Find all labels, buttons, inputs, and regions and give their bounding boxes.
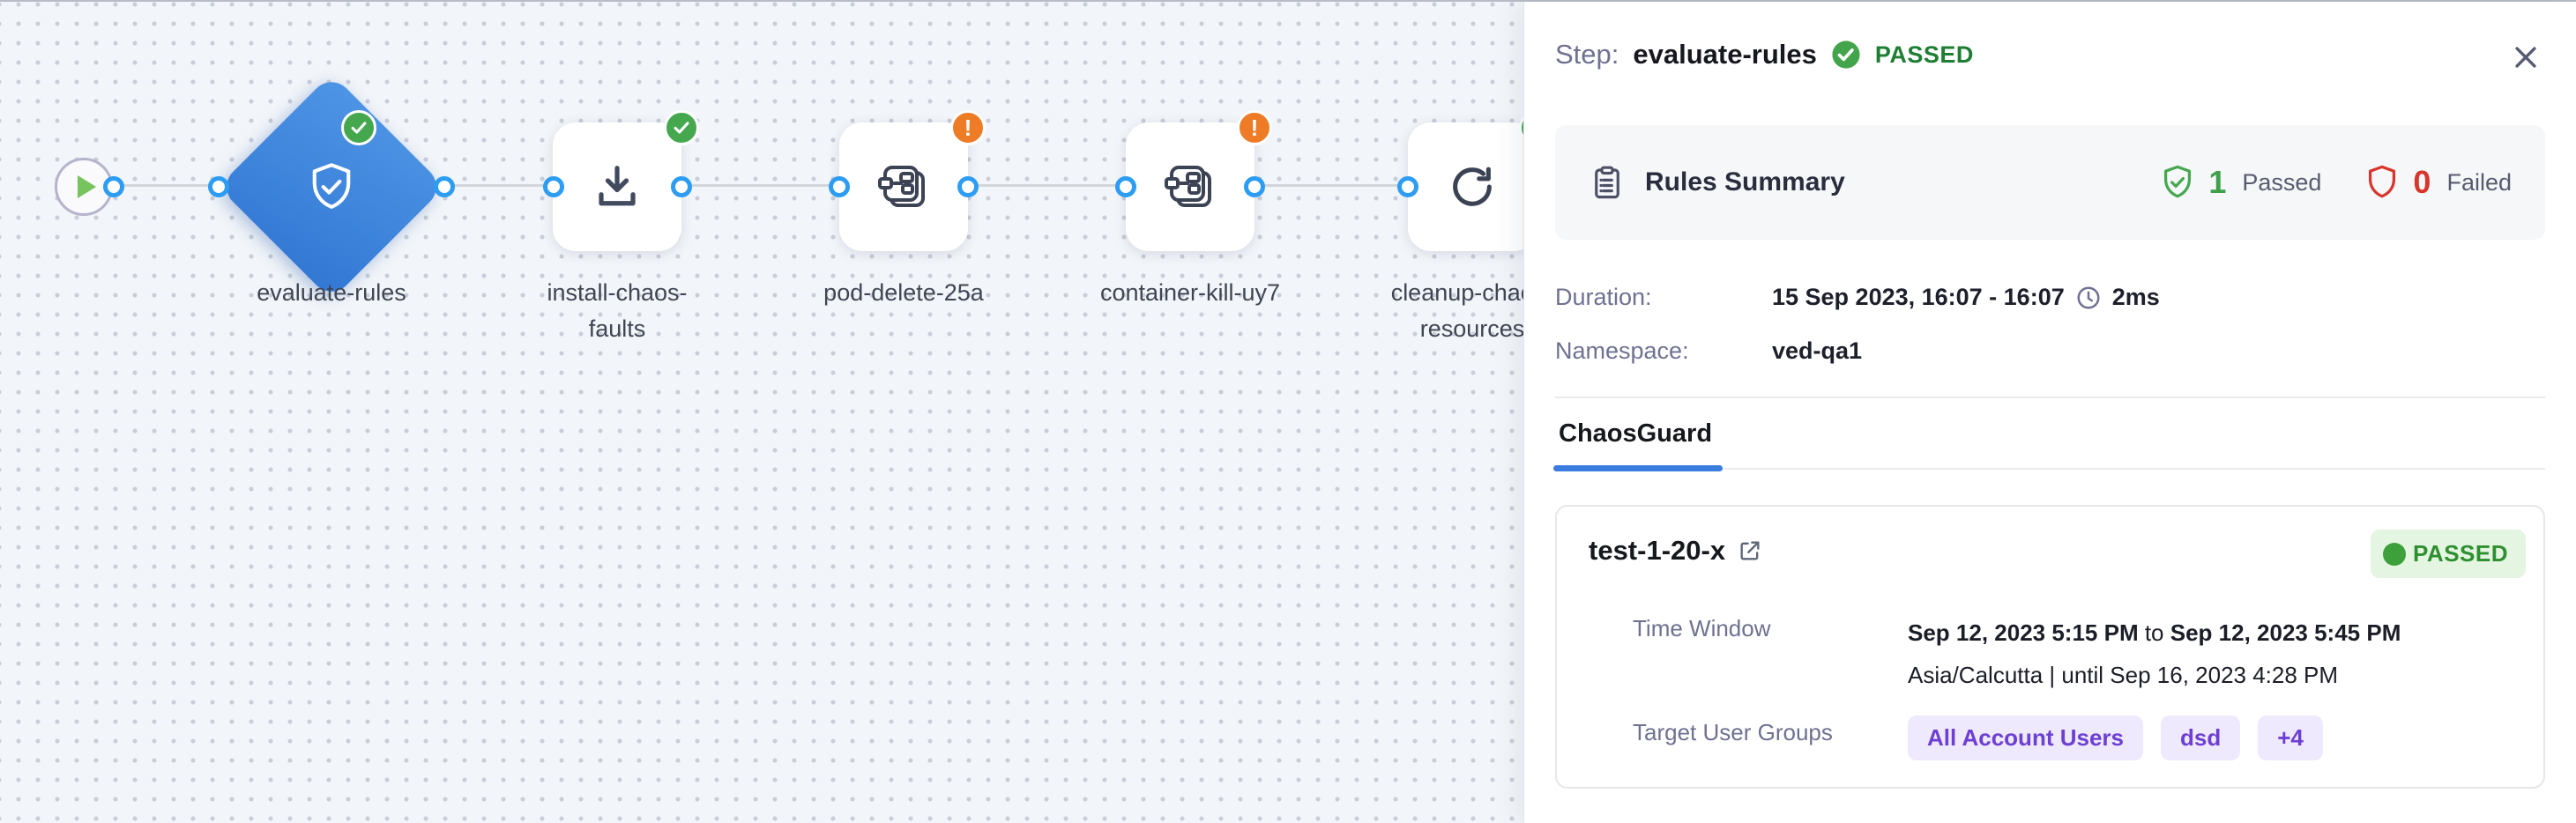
duration-label: Duration:	[1555, 284, 1652, 310]
user-group-pill[interactable]: All Account Users	[1908, 715, 2143, 760]
step-status-badge: PASSED	[1874, 41, 1974, 68]
shield-check-icon	[312, 163, 351, 209]
retry-icon	[1453, 167, 1492, 206]
node-label-container-kill-uy7: container-kill-uy7	[1099, 279, 1281, 306]
node-cleanup-chaos-resources[interactable]	[1408, 122, 1537, 251]
clock-icon	[2077, 286, 2100, 308]
shield-failed-icon	[2369, 165, 2396, 198]
duration-time: 2ms	[2111, 284, 2160, 310]
rules-summary-title: Rules Summary	[1645, 167, 1845, 196]
tab-bar: ChaosGuard	[1553, 398, 2545, 471]
section-divider	[1555, 397, 2545, 398]
status-dot	[2383, 542, 2406, 566]
close-icon[interactable]	[2509, 41, 2542, 74]
step-detail-rows: Duration: 15 Sep 2023, 16:07 - 16:07 2ms…	[1555, 284, 2545, 365]
check-icon	[351, 122, 367, 134]
failed-count: 0	[2413, 164, 2431, 200]
timezone-line: Asia/Calcutta | until Sep 16, 2023 4:28 …	[1908, 662, 2339, 688]
node-install-chaos-faults[interactable]	[553, 122, 681, 251]
port-cleanup-in[interactable]	[1397, 176, 1418, 197]
external-link-icon[interactable]	[1738, 538, 1762, 563]
edge-install-poddelete	[681, 184, 839, 187]
port-start-out[interactable]	[103, 176, 124, 197]
port-install-out[interactable]	[671, 176, 692, 197]
port-install-in[interactable]	[543, 176, 564, 197]
port-containerkill-out[interactable]	[1244, 176, 1265, 197]
chaosguard-condition-card: test-1-20-x PASSED Time Window Sep 12, 2…	[1555, 505, 2545, 789]
guard-status-badge: PASSED	[2371, 530, 2526, 578]
passed-count: 1	[2208, 164, 2227, 200]
step-details-panel: Step: evaluate-rules PASSED Rules Summar…	[1523, 2, 2576, 823]
edge-containerkill-cleanup	[1254, 184, 1408, 187]
edge-evaluate-install	[444, 184, 554, 187]
check-icon	[674, 122, 689, 134]
target-user-groups-label: Target User Groups	[1633, 719, 1833, 745]
node-pod-delete-25a[interactable]	[839, 122, 968, 251]
node-evaluate-rules[interactable]	[218, 73, 445, 300]
chaos-fault-icon	[878, 166, 925, 207]
download-icon	[599, 166, 636, 206]
duration-value: 15 Sep 2023, 16:07 - 16:07 2ms	[1772, 284, 2160, 310]
node-label-pod-delete-25a: pod-delete-25a	[823, 279, 984, 306]
rules-summary-card: Rules Summary 1 Passed 0 Failed	[1555, 125, 2545, 240]
node-label-install-chaos-faults: install-chaos-faults	[547, 279, 688, 342]
target-user-groups: All Account Users dsd +4	[1908, 715, 2526, 760]
namespace-value: ved-qa1	[1772, 337, 1863, 364]
edge-poddelete-containerkill	[968, 184, 1126, 187]
port-evaluate-in[interactable]	[208, 176, 229, 197]
active-tab-underline	[1553, 465, 1724, 471]
step-status-check-icon	[1831, 40, 1861, 70]
panel-header: Step: evaluate-rules PASSED	[1555, 39, 2545, 70]
chaos-fault-icon	[1165, 166, 1211, 207]
node-label-evaluate-rules: evaluate-rules	[257, 279, 406, 306]
rules-passed-count-group: 1 Passed	[2157, 162, 2321, 203]
port-poddelete-in[interactable]	[829, 176, 850, 197]
evaluate-rules-success-badge	[341, 110, 376, 145]
step-name: evaluate-rules	[1633, 39, 1817, 70]
port-containerkill-in[interactable]	[1115, 176, 1136, 197]
pod-delete-25a-warning-badge: !	[950, 110, 986, 145]
container-kill-uy7-warning-badge: !	[1237, 110, 1272, 145]
step-prefix-label: Step:	[1555, 39, 1619, 70]
failed-label: Failed	[2446, 168, 2512, 196]
namespace-label: Namespace:	[1555, 337, 1689, 364]
rules-failed-count-group: 0 Failed	[2362, 162, 2512, 203]
tab-chaosguard[interactable]: ChaosGuard	[1553, 419, 1724, 471]
port-poddelete-out[interactable]	[957, 176, 979, 197]
guard-name: test-1-20-x	[1589, 535, 1726, 566]
shield-passed-icon	[2164, 165, 2192, 198]
port-evaluate-out[interactable]	[434, 176, 455, 197]
node-container-kill-uy7[interactable]	[1126, 122, 1254, 251]
install-chaos-faults-success-badge	[664, 110, 699, 145]
user-group-pill[interactable]: dsd	[2160, 715, 2241, 760]
user-group-pill[interactable]: +4	[2258, 715, 2323, 760]
edge-start-evaluate	[114, 184, 219, 187]
clipboard-icon	[1595, 166, 1619, 199]
passed-label: Passed	[2242, 168, 2322, 196]
time-window-label: Time Window	[1633, 615, 1771, 641]
play-icon	[77, 175, 96, 198]
time-window-value: Sep 12, 2023 5:15 PM to Sep 12, 2023 5:4…	[1908, 612, 2526, 696]
